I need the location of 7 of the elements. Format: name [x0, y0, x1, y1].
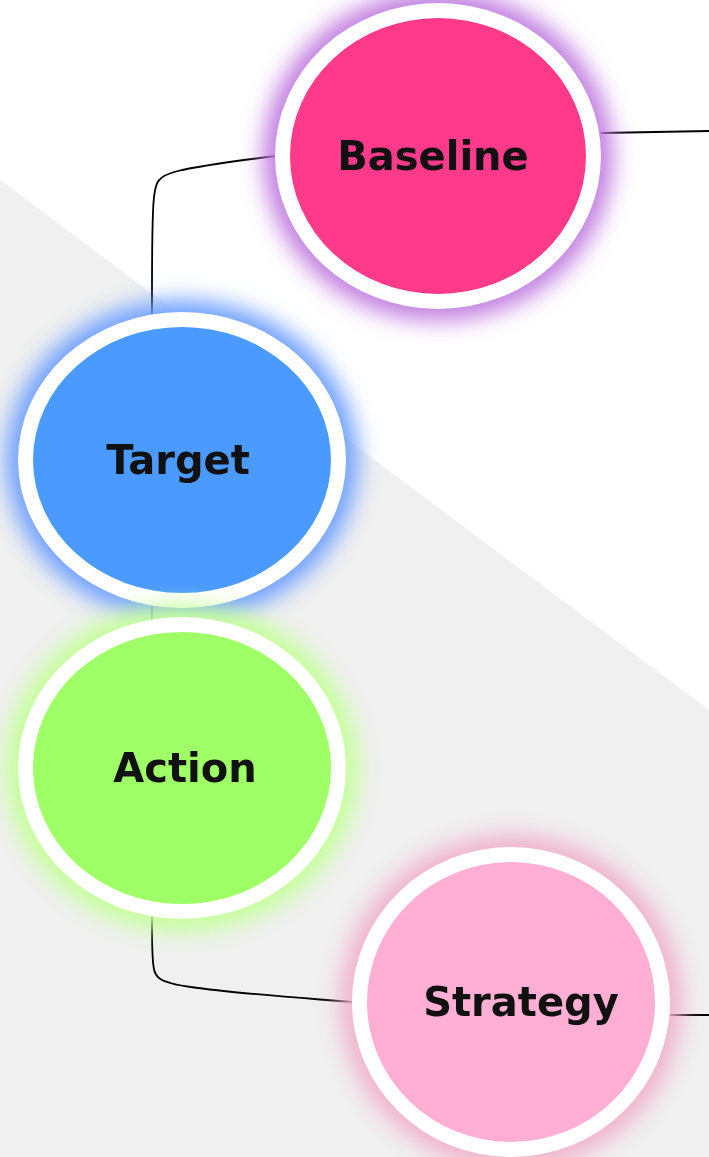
node-label: Baseline — [337, 133, 529, 179]
node-label: Strategy — [423, 979, 619, 1025]
connector-line — [669, 1014, 709, 1016]
connector-line — [600, 130, 709, 134]
node-label: Target — [106, 437, 250, 483]
node-label: Action — [113, 745, 257, 791]
connector-line — [151, 155, 276, 316]
